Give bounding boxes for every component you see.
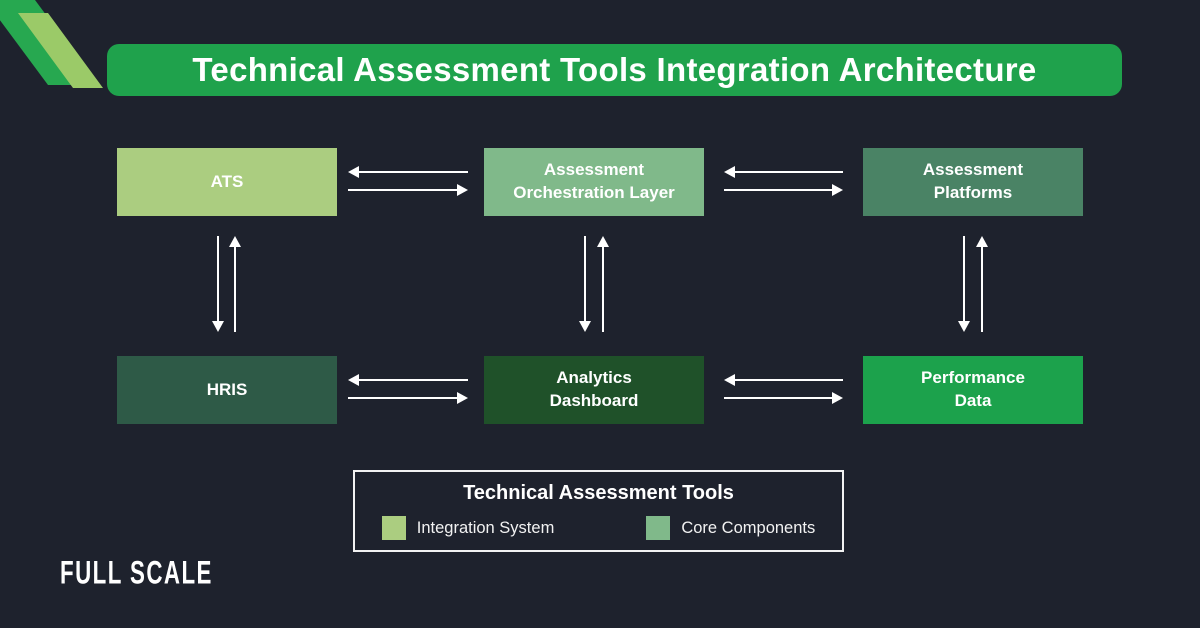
- legend-title: Technical Assessment Tools: [463, 482, 734, 504]
- arrow-ats-to-orchestration: [348, 184, 468, 196]
- arrow-analytics-to-orchestration: [597, 236, 609, 332]
- node-analytics-dashboard: Analytics Dashboard: [484, 356, 704, 424]
- arrow-hris-to-ats: [229, 236, 241, 332]
- title-banner: Technical Assessment Tools Integration A…: [107, 44, 1122, 96]
- arrow-orchestration-to-analytics: [579, 236, 591, 332]
- arrow-analytics-to-performance: [724, 392, 843, 404]
- arrow-ats-to-hris: [212, 236, 224, 332]
- node-hris: HRIS: [117, 356, 337, 424]
- arrow-performance-to-platforms: [976, 236, 988, 332]
- arrow-orchestration-to-platforms: [724, 184, 843, 196]
- node-assessment-orchestration-layer: Assessment Orchestration Layer: [484, 148, 704, 216]
- arrow-performance-to-analytics: [724, 374, 843, 386]
- arrow-orchestration-to-ats: [348, 166, 468, 178]
- arrow-platforms-to-orchestration: [724, 166, 843, 178]
- legend-item-label: Core Components: [681, 518, 816, 537]
- core-components-swatch: [646, 516, 671, 540]
- full-scale-logo: FULL SCALE: [60, 554, 213, 591]
- legend-item-integration-system: Integration System: [381, 516, 555, 540]
- arrow-hris-to-analytics: [348, 392, 468, 404]
- node-assessment-platforms: Assessment Platforms: [863, 148, 1083, 216]
- corner-ribbons-decoration: [0, 0, 103, 88]
- ribbon-light: [18, 13, 103, 88]
- legend-box: Technical Assessment Tools Integration S…: [353, 470, 844, 552]
- node-performance-data: Performance Data: [863, 356, 1083, 424]
- legend-item-core-components: Core Components: [646, 516, 815, 540]
- legend-items: Integration System Core Components: [381, 516, 815, 540]
- arrow-platforms-to-performance: [958, 236, 970, 332]
- integration-system-swatch: [381, 516, 406, 540]
- arrow-analytics-to-hris: [348, 374, 468, 386]
- legend-item-label: Integration System: [416, 518, 555, 537]
- node-ats: ATS: [117, 148, 337, 216]
- page-title: Technical Assessment Tools Integration A…: [192, 51, 1037, 88]
